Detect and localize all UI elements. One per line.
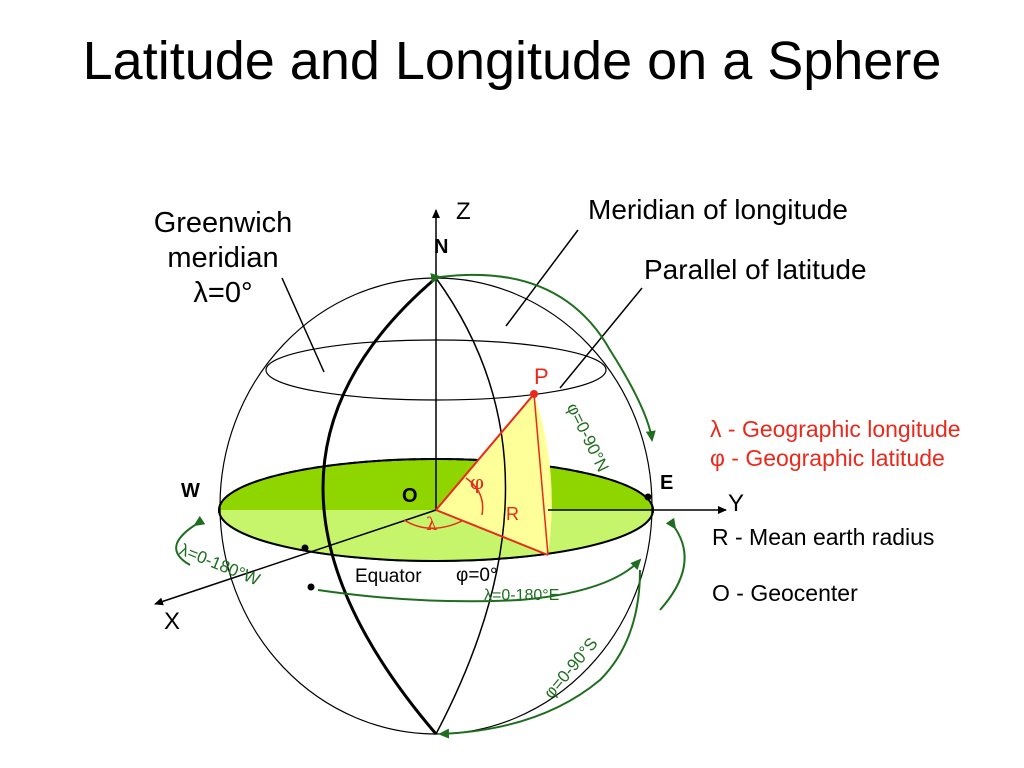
legend-lambda: λ - Geographic longitude xyxy=(710,416,961,442)
point-p-label: P xyxy=(534,364,549,389)
greenwich-line2: meridian xyxy=(167,242,279,274)
equator-phi-label: φ=0° xyxy=(456,565,498,586)
title-text: Latitude and Longitude on a Sphere xyxy=(82,31,942,91)
phi-angle-label: φ xyxy=(470,470,485,494)
legend-radius: R - Mean earth radius xyxy=(712,524,935,550)
x-axis-label: X xyxy=(164,608,181,635)
equator-label: Equator xyxy=(355,566,422,587)
greenwich-line1: Greenwich xyxy=(153,207,293,239)
greenwich-label: Greenwich meridian λ=0° xyxy=(128,206,318,311)
page-title: Latitude and Longitude on a Sphere xyxy=(0,28,1024,94)
greenwich-pointer xyxy=(281,277,325,373)
z-axis-label: Z xyxy=(456,198,471,225)
radius-label: R xyxy=(506,504,519,524)
greenwich-meridian xyxy=(321,276,438,735)
lambda-angle-arc xyxy=(403,519,463,529)
parallel-pointer xyxy=(559,287,643,389)
west-label: W xyxy=(181,480,200,502)
meridian-label: Meridian of longitude xyxy=(588,194,848,225)
greenwich-lambda: λ=0° xyxy=(193,277,253,309)
legend-phi: φ - Geographic latitude xyxy=(710,445,945,471)
point-p-dot xyxy=(530,390,538,398)
x-axis xyxy=(154,509,437,606)
radius-equator xyxy=(435,509,549,556)
lon-east-curl-arrow xyxy=(659,517,686,611)
point-greenwich-equator-dot xyxy=(301,544,309,552)
lat-south-arrow xyxy=(438,569,641,739)
point-x-dot xyxy=(307,583,315,591)
legend-geocenter: O - Geocenter xyxy=(712,580,858,606)
y-axis-label: Y xyxy=(728,490,745,517)
origin-label: O xyxy=(402,485,418,507)
lat-north-arrow xyxy=(430,273,656,442)
lon-west-curl-arrow xyxy=(175,515,206,566)
parallel-label: Parallel of latitude xyxy=(644,254,867,285)
lon-east-label: λ=0-180°E xyxy=(484,587,560,604)
lon-east-arrow xyxy=(317,558,642,603)
meridian-pointer xyxy=(505,229,579,327)
sphere-outline-left xyxy=(219,277,437,735)
east-label: E xyxy=(660,472,674,494)
north-label: N xyxy=(434,236,449,258)
point-e-dot xyxy=(644,493,652,501)
phi-angle-arc xyxy=(465,477,484,516)
lambda-angle-label: λ xyxy=(426,514,438,535)
